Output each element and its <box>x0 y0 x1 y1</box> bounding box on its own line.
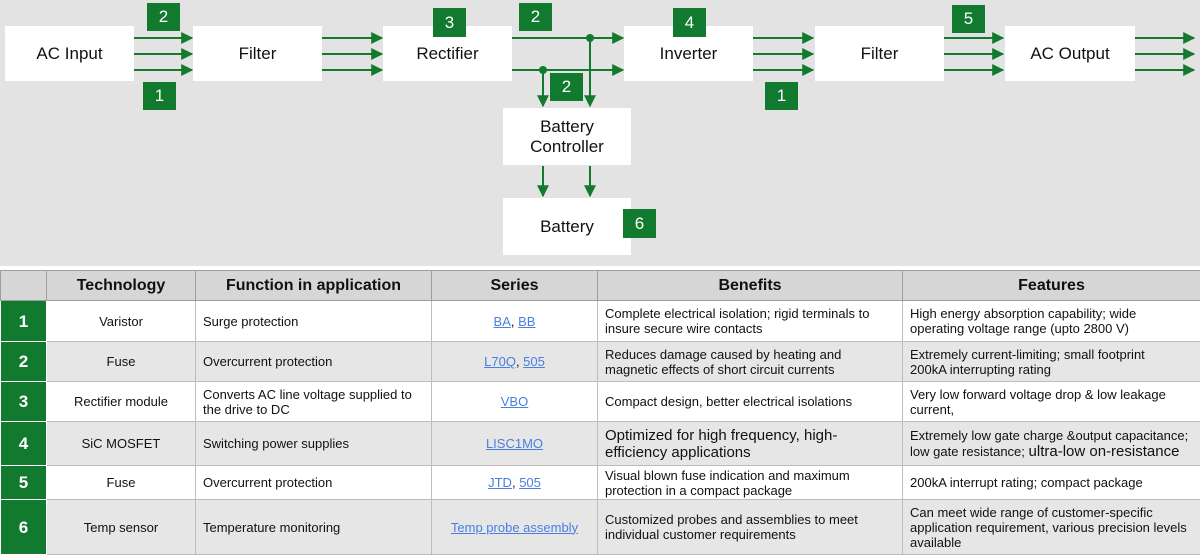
series-link[interactable]: 505 <box>519 475 541 490</box>
block-rectifier-label: Rectifier <box>416 43 479 63</box>
cell-features: Can meet wide range of customer-specific… <box>902 499 1200 555</box>
features-line-emphasis: ultra-low on-resistance <box>1028 442 1180 460</box>
block-ac-output-label: AC Output <box>1030 43 1110 63</box>
cell-function: Overcurrent protection <box>195 341 432 382</box>
cell-function: Temperature monitoring <box>195 499 432 555</box>
row-number: 5 <box>0 465 47 500</box>
badge-input-top: 2 <box>147 3 180 31</box>
cell-series: BA, BB <box>431 300 598 342</box>
series-link[interactable]: BA <box>493 313 511 329</box>
cell-benefits: Compact design, better electrical isolat… <box>597 381 903 422</box>
header-benefits: Benefits <box>597 270 903 301</box>
table-row: 6 Temp sensor Temperature monitoring Tem… <box>0 499 1200 555</box>
block-ac-output: AC Output <box>1005 26 1135 81</box>
badge-rectifier: 3 <box>433 8 466 37</box>
features-line: 200kA interrupting rating <box>910 361 1051 377</box>
series-link[interactable]: JTD <box>488 475 512 490</box>
row-number: 2 <box>0 341 47 382</box>
cell-benefits: Customized probes and assemblies to meet… <box>597 499 903 555</box>
block-filter-output-label: Filter <box>860 43 899 63</box>
series-link[interactable]: L70Q <box>484 354 516 369</box>
cell-benefits: Optimized for high frequency, high-effic… <box>597 421 903 466</box>
cell-series: VBO <box>431 381 598 422</box>
block-filter-input-label: Filter <box>238 43 277 63</box>
cell-features: Extremely low gate charge &output capaci… <box>902 421 1200 466</box>
block-filter-input: Filter <box>193 26 322 81</box>
cell-benefits: Complete electrical isolation; rigid ter… <box>597 300 903 342</box>
cell-features: Extremely current-limiting; small footpr… <box>902 341 1200 382</box>
cell-function: Surge protection <box>195 300 432 342</box>
badge-inverter-out: 1 <box>765 82 798 110</box>
cell-benefits: Reduces damage caused by heating and mag… <box>597 341 903 382</box>
series-link[interactable]: VBO <box>500 394 529 409</box>
cell-function: Overcurrent protection <box>195 465 432 500</box>
features-line: Extremely current-limiting; small footpr… <box>910 346 1145 362</box>
badge-output-filter: 5 <box>952 5 985 33</box>
cell-technology: Fuse <box>46 341 196 382</box>
features-line: low gate resistance; <box>910 443 1025 459</box>
table-header-row: Technology Function in application Serie… <box>0 270 1200 301</box>
cell-technology: Varistor <box>46 300 196 342</box>
block-ac-input-label: AC Input <box>36 43 103 63</box>
header-features: Features <box>902 270 1200 301</box>
row-number: 1 <box>0 300 47 342</box>
row-number: 4 <box>0 421 47 466</box>
cell-features: Very low forward voltage drop & low leak… <box>902 381 1200 422</box>
table-row: 5 Fuse Overcurrent protection JTD, 505 V… <box>0 465 1200 500</box>
series-link[interactable]: LISC1MO <box>485 436 544 451</box>
header-num <box>0 270 47 301</box>
block-battery: Battery <box>503 198 631 255</box>
row-number: 6 <box>0 499 47 555</box>
badge-battery-branch: 2 <box>550 73 583 101</box>
series-link[interactable]: Temp probe assembly <box>450 519 579 535</box>
header-technology: Technology <box>46 270 196 301</box>
cell-series: JTD, 505 <box>431 465 598 500</box>
badge-battery: 6 <box>623 209 656 238</box>
row-number: 3 <box>0 381 47 422</box>
features-line: Extremely low gate charge &output capaci… <box>910 427 1189 443</box>
block-battery-label: Battery <box>540 216 594 236</box>
block-battery-controller-label-2: Controller <box>530 136 604 156</box>
technology-table: Technology Function in application Serie… <box>0 270 1200 555</box>
junction-dot-top <box>586 34 594 42</box>
junction-dot-bottom <box>539 66 547 74</box>
cell-function: Switching power supplies <box>195 421 432 466</box>
badge-input-bottom: 1 <box>143 82 176 110</box>
cell-features: 200kA interrupt rating; compact package <box>902 465 1200 500</box>
table-row: 2 Fuse Overcurrent protection L70Q, 505 … <box>0 341 1200 382</box>
cell-series: LISC1MO <box>431 421 598 466</box>
cell-series: L70Q, 505 <box>431 341 598 382</box>
table-row: 4 SiC MOSFET Switching power supplies LI… <box>0 421 1200 466</box>
cell-function: Converts AC line voltage supplied to the… <box>195 381 432 422</box>
block-battery-controller: Battery Controller <box>503 108 631 165</box>
cell-features: High energy absorption capability; wide … <box>902 300 1200 342</box>
badge-inverter: 4 <box>673 8 706 37</box>
connection-wires <box>134 32 1196 198</box>
block-diagram: AC Input Filter Rectifier Inverter Filte… <box>0 0 1200 266</box>
header-series: Series <box>431 270 598 301</box>
block-battery-controller-label-1: Battery <box>540 116 594 136</box>
cell-technology: Rectifier module <box>46 381 196 422</box>
series-link[interactable]: 505 <box>523 354 545 369</box>
table-row: 3 Rectifier module Converts AC line volt… <box>0 381 1200 422</box>
series-link[interactable]: BB <box>518 313 536 329</box>
cell-technology: Temp sensor <box>46 499 196 555</box>
cell-technology: SiC MOSFET <box>46 421 196 466</box>
cell-benefits: Visual blown fuse indication and maximum… <box>597 465 903 500</box>
table-row: 1 Varistor Surge protection BA, BB Compl… <box>0 300 1200 342</box>
block-inverter-label: Inverter <box>659 43 718 63</box>
block-ac-input: AC Input <box>5 26 134 81</box>
cell-technology: Fuse <box>46 465 196 500</box>
badge-rectifier-out: 2 <box>519 3 552 31</box>
cell-series: Temp probe assembly <box>431 499 598 555</box>
header-function: Function in application <box>195 270 432 301</box>
block-filter-output: Filter <box>815 26 944 81</box>
